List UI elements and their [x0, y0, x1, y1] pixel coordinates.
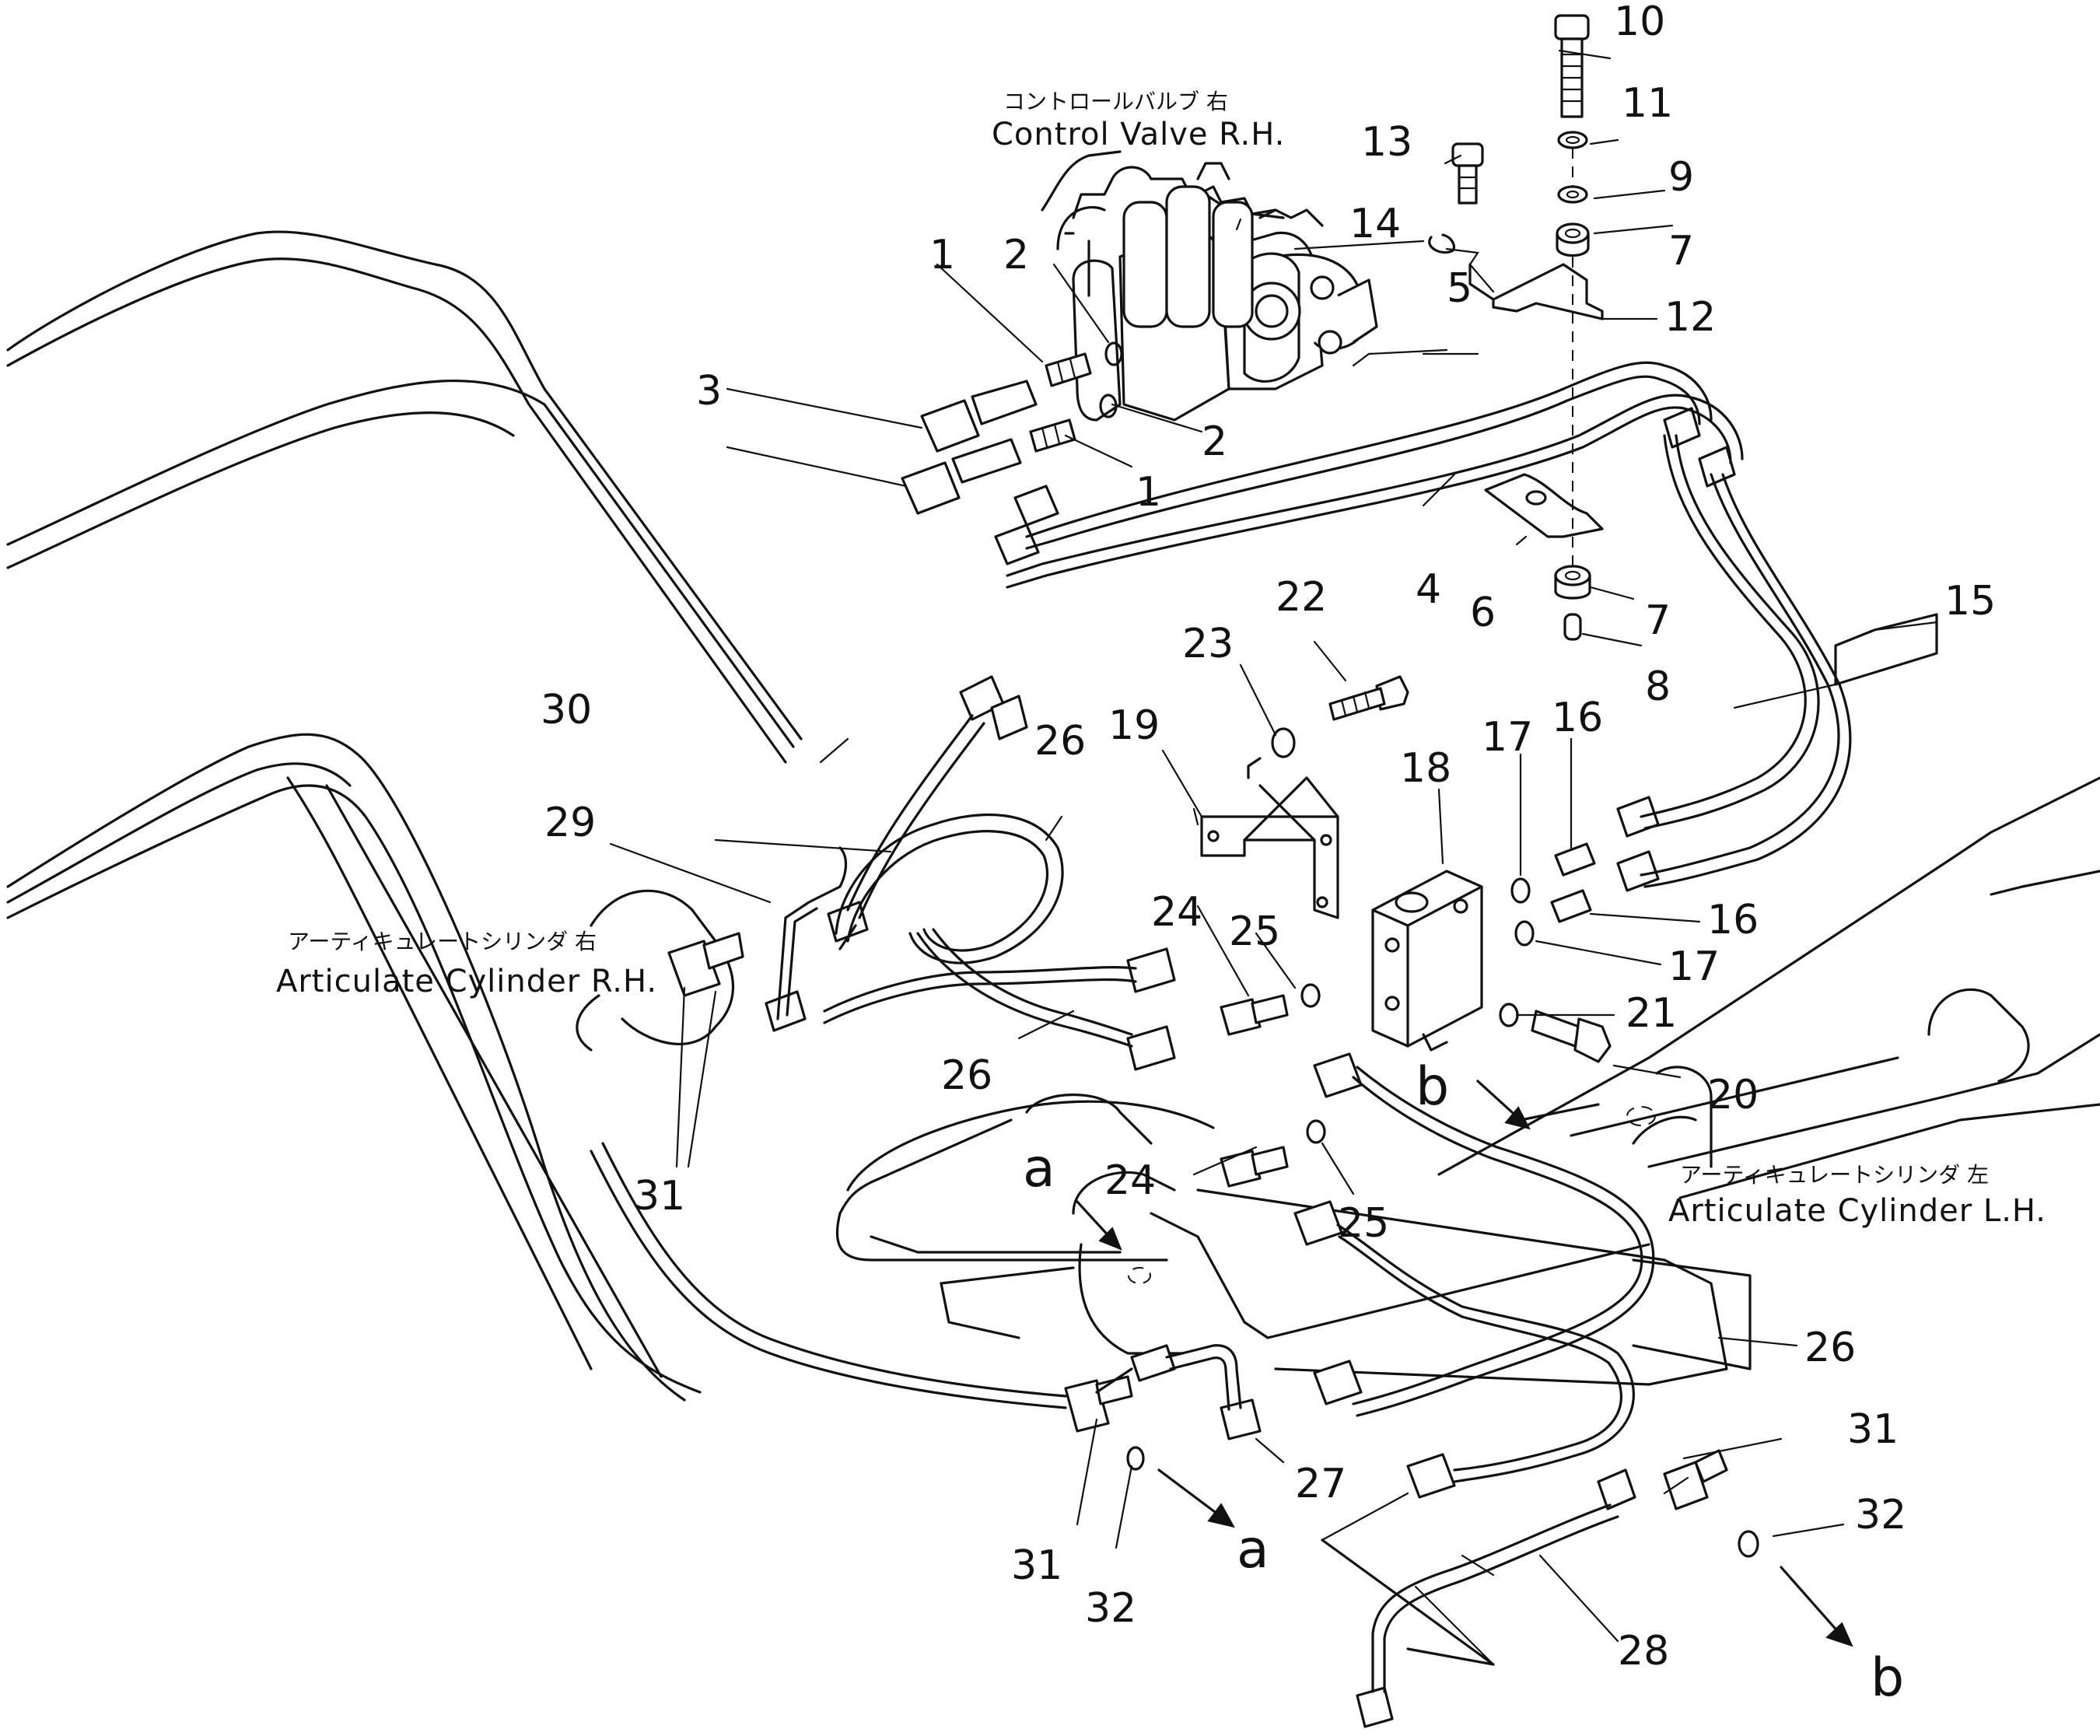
callout-5: 5 — [1447, 265, 1472, 312]
view-marker-b-arrow: b — [1416, 1056, 1449, 1118]
clamp-6 — [1484, 473, 1604, 538]
elbow-24-upper — [1220, 998, 1262, 1036]
lock-washer-23 — [1271, 727, 1296, 758]
callout-7-lower: 7 — [1645, 597, 1671, 644]
leader-lines — [609, 49, 1938, 1666]
o-ring-17-lower — [1514, 920, 1535, 947]
callout-15: 15 — [1944, 578, 1996, 625]
o-ring-25-upper — [1300, 983, 1321, 1008]
connector-1-upper — [1045, 352, 1092, 387]
callout-1-upper: 1 — [929, 232, 955, 278]
connector-1-lower — [1029, 418, 1076, 453]
control-valve-rh — [1041, 150, 1378, 422]
elbow-27 — [1220, 1398, 1262, 1440]
callout-10: 10 — [1614, 0, 1665, 45]
callout-22: 22 — [1276, 574, 1327, 621]
bolt-13 — [1451, 142, 1484, 167]
callout-9: 9 — [1668, 154, 1694, 201]
callout-16-upper: 16 — [1552, 695, 1603, 741]
callout-1-lower: 1 — [1136, 469, 1161, 516]
elbow-3-upper — [920, 399, 980, 453]
valve-block-18 — [1371, 870, 1483, 1048]
callout-12: 12 — [1664, 294, 1716, 341]
washer-9 — [1557, 185, 1588, 204]
view-marker-b-end: b — [1871, 1647, 1904, 1709]
callout-18: 18 — [1400, 745, 1451, 792]
view-marker-a-end: a — [1237, 1519, 1269, 1580]
control-valve-label-jp: コントロールバルブ 右 — [1003, 89, 1228, 114]
callout-21: 21 — [1626, 990, 1677, 1037]
callout-26-right: 26 — [1804, 1325, 1856, 1371]
o-ring-32-left — [1126, 1446, 1145, 1471]
callout-24-lower: 24 — [1104, 1157, 1156, 1204]
callout-32-right: 32 — [1855, 1492, 1906, 1538]
articulate-lh-label-jp: アーティキュレートシリンダ 左 — [1680, 1162, 1989, 1188]
bushing-7-top — [1556, 222, 1590, 244]
callout-32-bottom: 32 — [1085, 1585, 1136, 1632]
connector-16-lower — [1550, 889, 1592, 923]
callout-28: 28 — [1618, 1628, 1669, 1675]
articulate-lh-label-en: Articulate Cylinder L.H. — [1668, 1193, 2046, 1229]
callout-26-middle: 26 — [941, 1052, 992, 1099]
connector-16-upper — [1554, 842, 1596, 877]
callout-20: 20 — [1707, 1072, 1759, 1118]
callout-2-lower: 2 — [1202, 418, 1227, 465]
callout-16-lower: 16 — [1707, 897, 1759, 943]
o-ring-32-right — [1738, 1530, 1759, 1558]
elbow-3-lower — [901, 461, 961, 515]
elbow-31-right — [1663, 1461, 1709, 1510]
callout-26-upper: 26 — [1034, 718, 1086, 765]
callout-17-lower: 17 — [1668, 943, 1720, 990]
callout-31-bottom: 31 — [1011, 1542, 1062, 1589]
callout-27: 27 — [1295, 1461, 1346, 1507]
o-ring-2-upper — [1104, 341, 1123, 366]
callout-13: 13 — [1361, 119, 1412, 166]
callout-25-lower: 25 — [1338, 1200, 1389, 1247]
callout-4: 4 — [1416, 566, 1441, 613]
callout-29: 29 — [544, 800, 596, 846]
component-labels: コントロールバルブ 右 Control Valve R.H. アーティキュレート… — [276, 89, 2046, 1229]
callout-31-right: 31 — [1847, 1406, 1899, 1453]
o-ring-21 — [1499, 1003, 1519, 1027]
view-marker-a-arrow: a — [1023, 1138, 1055, 1199]
callout-31-left: 31 — [634, 1173, 685, 1220]
callout-14: 14 — [1349, 201, 1401, 247]
callout-19: 19 — [1108, 702, 1160, 749]
o-ring-25-lower — [1306, 1119, 1326, 1144]
callout-23: 23 — [1182, 621, 1234, 667]
collar-8 — [1563, 613, 1582, 641]
articulate-rh-label-jp: アーティキュレートシリンダ 右 — [288, 929, 597, 954]
callout-17-upper: 17 — [1482, 714, 1533, 761]
callout-6: 6 — [1470, 590, 1496, 636]
bolt-20 — [1531, 1010, 1580, 1048]
callout-24-upper: 24 — [1151, 889, 1202, 936]
callout-3: 3 — [696, 368, 722, 415]
callout-30: 30 — [541, 687, 592, 733]
articulate-rh-label-en: Articulate Cylinder R.H. — [276, 964, 657, 999]
bolt-10 — [1554, 14, 1590, 40]
callout-7-upper: 7 — [1668, 228, 1694, 275]
bushing-7-bottom — [1554, 565, 1591, 586]
control-valve-label-en: Control Valve R.H. — [992, 117, 1285, 152]
view-marker-letters: a a b b — [1023, 1056, 1904, 1709]
hardware-parts — [1099, 14, 1759, 1558]
o-ring-17-upper — [1510, 877, 1531, 904]
callout-11: 11 — [1622, 80, 1673, 127]
view-arrows — [1076, 1080, 1853, 1647]
machine-frame-outline — [6, 230, 2100, 1402]
callout-8: 8 — [1645, 663, 1671, 710]
lock-washer-11 — [1557, 131, 1588, 149]
fittings — [667, 352, 1736, 1728]
part-callouts: 1 1 2 2 3 4 5 6 7 7 8 9 10 11 12 13 14 1… — [541, 0, 1996, 1675]
callout-25-upper: 25 — [1229, 908, 1280, 955]
callout-2-upper: 2 — [1003, 232, 1029, 278]
clamp-12 — [1492, 263, 1604, 320]
